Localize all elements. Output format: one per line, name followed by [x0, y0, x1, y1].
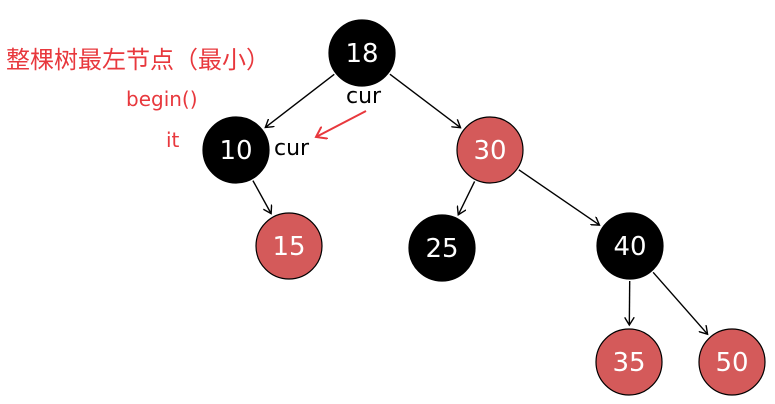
edge-n30-n25 [458, 181, 476, 214]
edge-n30-n40 [518, 169, 600, 225]
tree-edges [252, 73, 708, 334]
edge-n18-n30 [389, 73, 461, 128]
node-value-18: 18 [345, 39, 378, 69]
node-circle-35 [595, 328, 663, 396]
edge-n40-n50 [652, 271, 707, 334]
leftmost-cur-label: cur [274, 136, 310, 161]
node-value-10: 10 [219, 136, 252, 166]
tree-nodes: 18 10 30 15 25 40 35 50 [202, 19, 766, 396]
tree-node-30: 30 [456, 116, 524, 184]
node-circle-30 [456, 116, 524, 184]
tree-node-35: 35 [595, 328, 663, 396]
edge-n10-n15 [252, 180, 271, 214]
tree-node-40: 40 [596, 212, 664, 280]
tree-node-18: 18 [328, 19, 396, 87]
node-value-40: 40 [613, 232, 646, 262]
it-annotation: it [166, 128, 180, 152]
node-circle-40 [596, 212, 664, 280]
leftmost-node-annotation: 整棵树最左节点（最小） [6, 46, 270, 74]
node-circle-15 [255, 212, 323, 280]
tree-node-10: 10 [202, 116, 270, 184]
tree-node-25: 25 [408, 214, 476, 282]
begin-annotation: begin() [126, 87, 198, 111]
node-value-25: 25 [425, 234, 458, 264]
node-value-30: 30 [473, 136, 506, 166]
tree-node-50: 50 [698, 328, 766, 396]
root-cur-label: cur [346, 84, 382, 109]
node-circle-50 [698, 328, 766, 396]
edge-n18-n10 [265, 73, 335, 127]
node-circle-25 [408, 214, 476, 282]
node-circle-10 [202, 116, 270, 184]
node-value-50: 50 [715, 348, 748, 378]
node-circle-18 [328, 19, 396, 87]
node-value-15: 15 [272, 232, 305, 262]
node-value-35: 35 [612, 348, 645, 378]
tree-node-15: 15 [255, 212, 323, 280]
cur-pointer-arrow [316, 110, 367, 137]
